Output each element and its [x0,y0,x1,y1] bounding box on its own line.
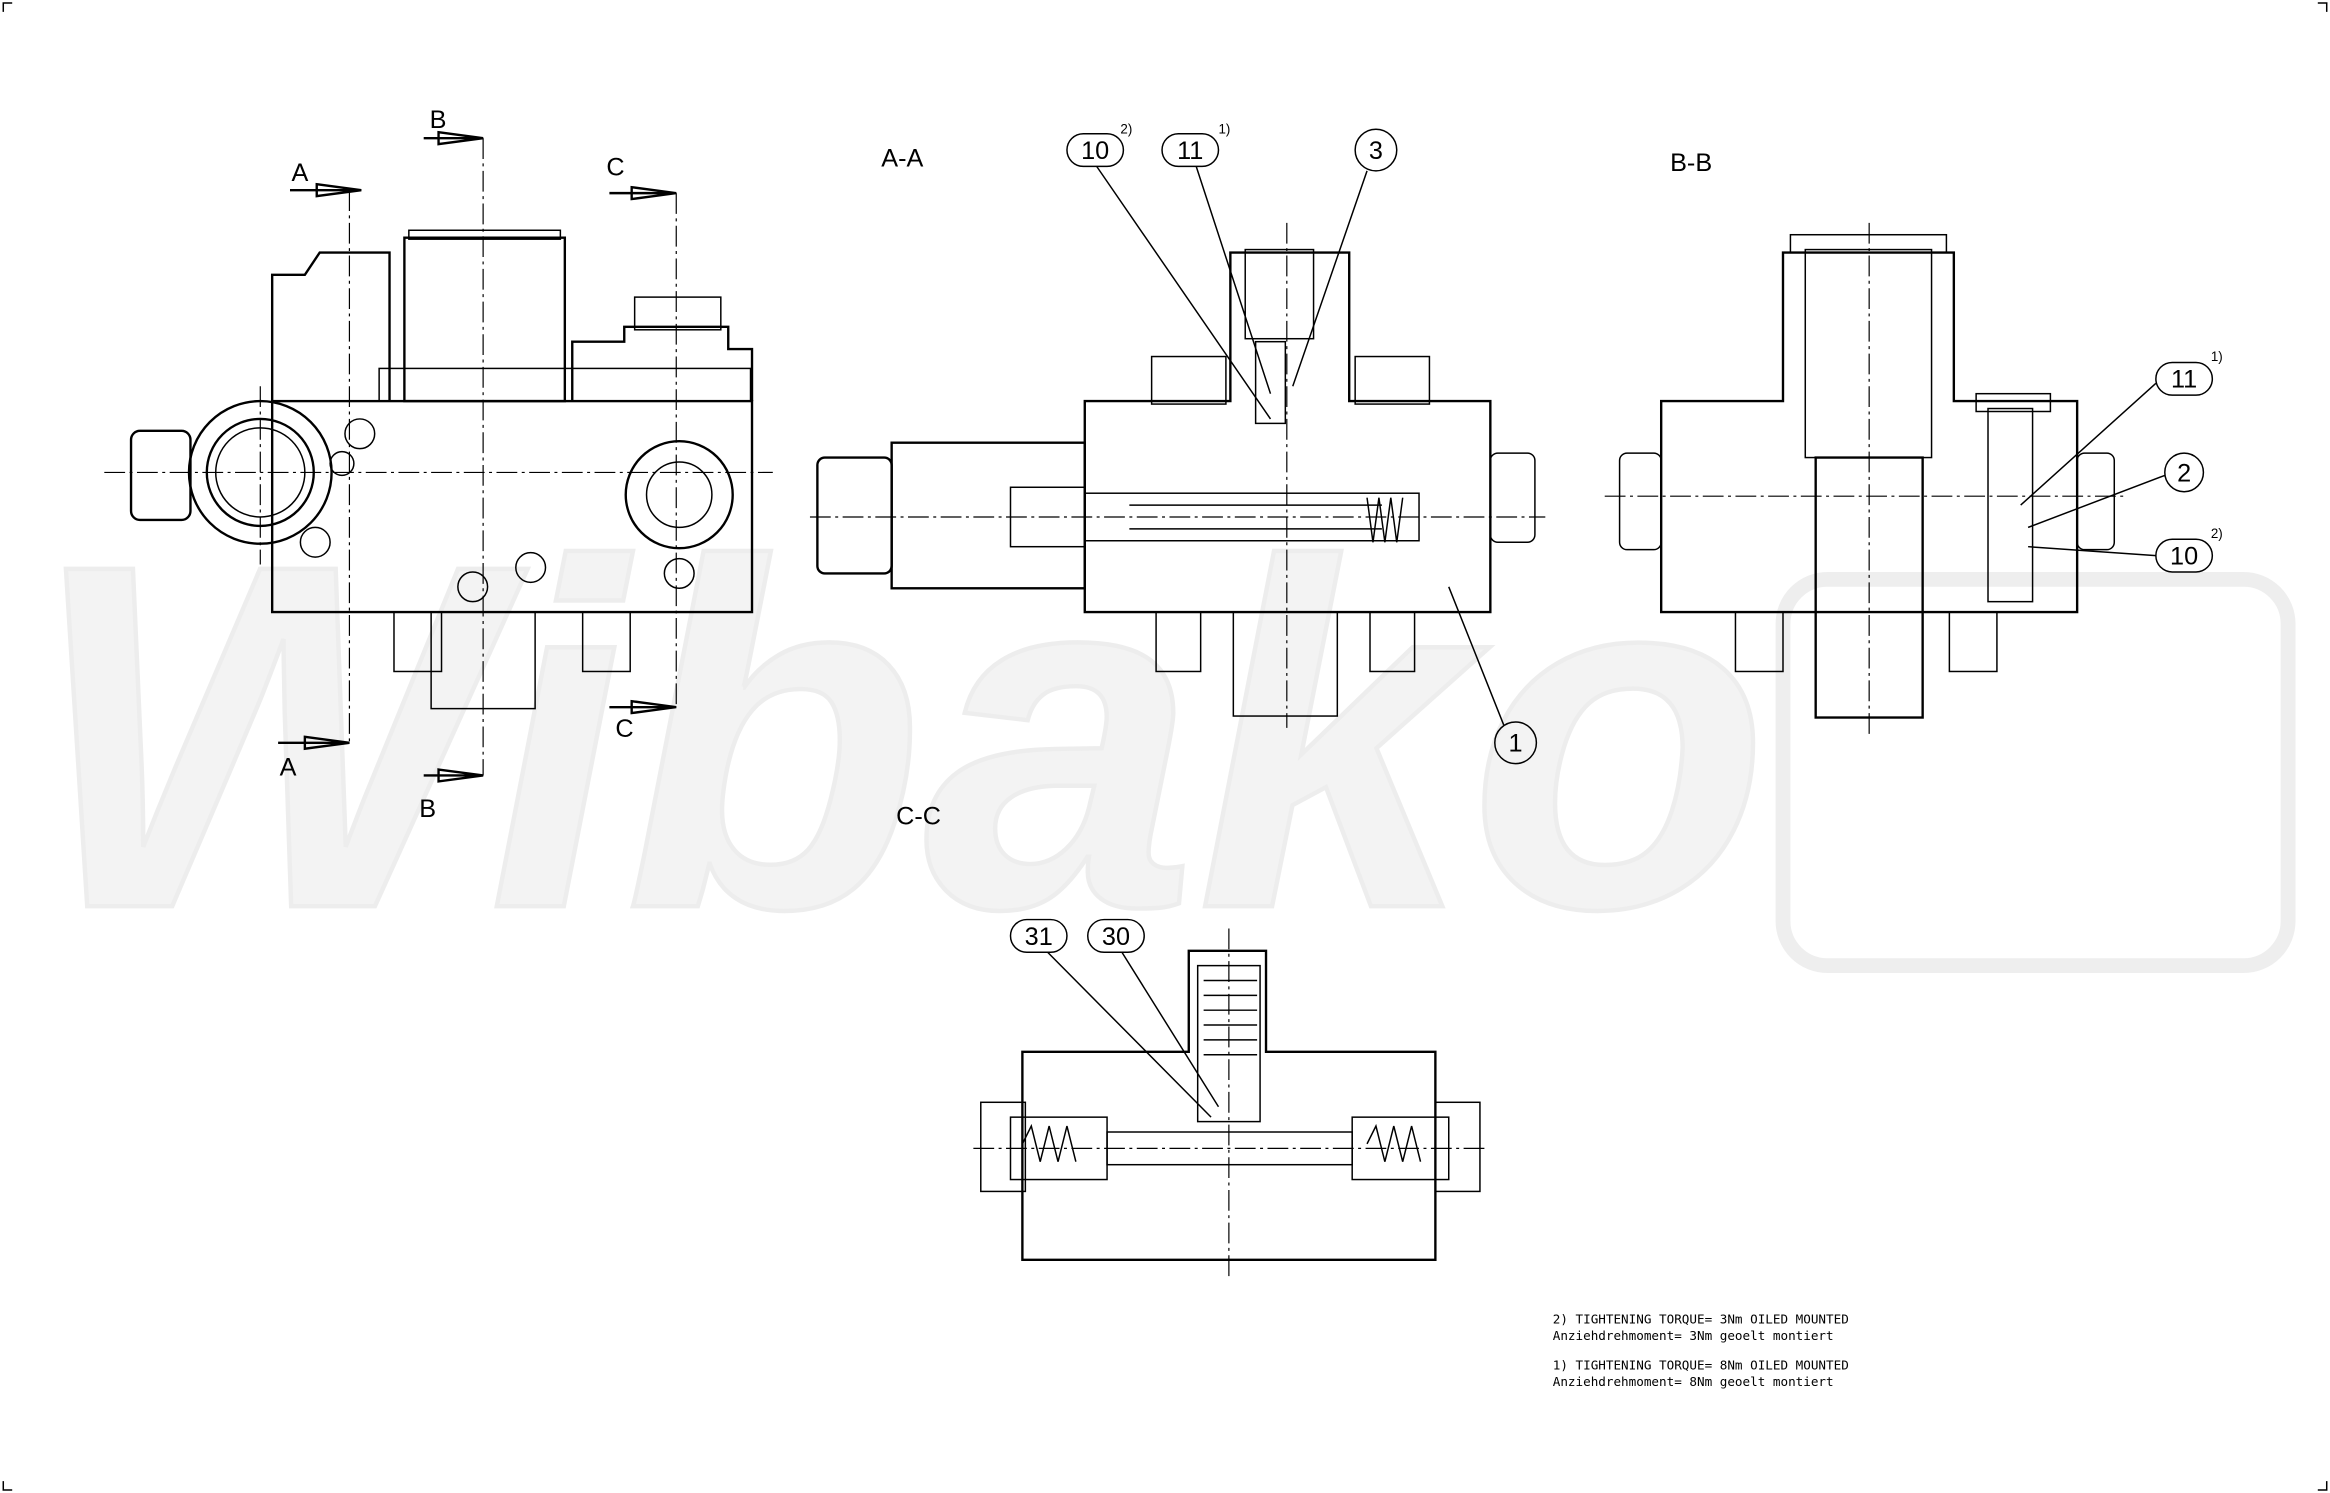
balloon-aa-1: 1 [1509,730,1523,758]
balloon-aa-11: 11 [1177,137,1203,165]
section-aa: A-A 10 2) 11 1) 3 1 [809,122,1546,765]
note-2-de: Anziehdrehmoment= 3Nm geoelt montiert [1553,1328,1834,1343]
view-title-cc: C-C [896,802,941,830]
balloon-bb-11: 11 [2171,366,2197,394]
balloon-bb-2: 2 [2177,459,2191,487]
section-cc: C-C 31 30 [896,802,1486,1281]
balloon-cc-30: 30 [1102,923,1130,951]
balloon-aa-10: 10 [1081,137,1109,165]
section-marker-b-bottom: B [419,795,436,823]
balloon-cc-31: 31 [1025,923,1053,951]
balloon-aa-3: 3 [1369,137,1383,165]
note-2-en: 2) TIGHTENING TORQUE= 3Nm OILED MOUNTED [1553,1312,1849,1327]
section-marker-a-top: A [291,159,308,187]
section-marker-c-bottom: C [615,715,633,743]
note-1-de: Anziehdrehmoment= 8Nm geoelt montiert [1553,1374,1834,1389]
section-marker-a-bottom: A [280,753,297,781]
section-marker-c-top: C [606,153,624,181]
balloon-bb-11-note: 1) [2211,349,2223,364]
front-view: A A B B C C [104,106,773,823]
balloon-aa-11-note: 1) [1218,122,1230,137]
balloon-aa-10-note: 2) [1120,122,1132,137]
balloon-bb-10-note: 2) [2211,526,2223,541]
balloon-bb-10: 10 [2170,543,2198,571]
view-title-aa: A-A [881,144,923,172]
watermark: Wibako [30,462,1769,1010]
view-title-bb: B-B [1670,149,1712,177]
section-bb: B-B 11 1) 2 10 2) [1604,149,2223,736]
notes: 2) TIGHTENING TORQUE= 3Nm OILED MOUNTED … [1553,1312,1849,1389]
note-1-en: 1) TIGHTENING TORQUE= 8Nm OILED MOUNTED [1553,1358,1849,1373]
section-marker-b-top: B [430,106,447,134]
